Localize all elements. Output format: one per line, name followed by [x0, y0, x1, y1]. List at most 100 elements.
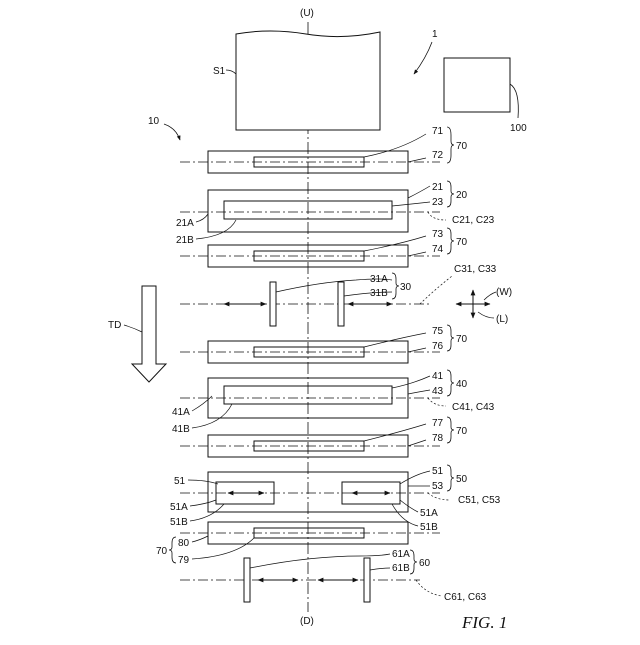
leader-74 — [408, 252, 426, 256]
label-21A: 21A — [176, 218, 194, 229]
label-80: 80 — [178, 538, 190, 549]
leader-61B — [370, 568, 390, 570]
leader-72 — [408, 158, 426, 162]
label-w: (W) — [496, 287, 512, 298]
label-78: 78 — [432, 433, 444, 444]
brace-60 — [410, 550, 417, 574]
leader-51B-right — [392, 504, 418, 526]
label-up: (U) — [300, 8, 314, 19]
label-51A-left: 51A — [170, 502, 188, 513]
guide-31b — [338, 282, 344, 326]
label-61B: 61B — [392, 563, 410, 574]
leader-77 — [364, 424, 426, 441]
label-c31: C31, C33 — [454, 264, 497, 275]
label-61A: 61A — [392, 549, 410, 560]
controller-box — [444, 58, 510, 112]
leader-w — [484, 292, 496, 300]
figure-caption: FIG. 1 — [461, 613, 507, 632]
label-30: 30 — [400, 282, 412, 293]
leader-23 — [392, 202, 430, 206]
label-40: 40 — [456, 379, 468, 390]
label-21: 21 — [432, 182, 444, 193]
leader-43 — [408, 390, 430, 394]
leader-c61 — [416, 580, 442, 596]
label-l: (L) — [496, 314, 508, 325]
leader-79 — [192, 538, 254, 559]
label-c41: C41, C43 — [452, 402, 495, 413]
label-77: 77 — [432, 418, 444, 429]
label-41B: 41B — [172, 424, 190, 435]
label-s1: S1 — [213, 66, 226, 77]
label-74: 74 — [432, 244, 444, 255]
leader-c51 — [428, 493, 450, 500]
leader-78 — [408, 440, 426, 446]
label-controller: 100 — [510, 123, 527, 134]
label-21B: 21B — [176, 235, 194, 246]
label-75: 75 — [432, 326, 444, 337]
leader-21 — [408, 186, 430, 198]
sheet-s1 — [236, 31, 380, 130]
label-td: TD — [108, 320, 121, 331]
label-c61: C61, C63 — [444, 592, 487, 603]
label-c21: C21, C23 — [452, 215, 495, 226]
leader-71 — [364, 134, 426, 157]
label-31A: 31A — [370, 274, 388, 285]
label-50: 50 — [456, 474, 468, 485]
label-51B-left: 51B — [170, 517, 188, 528]
guide-61a — [244, 558, 250, 602]
label-51A-right: 51A — [420, 508, 438, 519]
label-c51: C51, C53 — [458, 495, 501, 506]
leader-73 — [364, 236, 426, 251]
leader-21B — [196, 220, 236, 239]
label-60: 60 — [419, 558, 431, 569]
label-72: 72 — [432, 150, 444, 161]
leader-c21 — [428, 212, 446, 220]
label-down: (D) — [300, 616, 314, 627]
leader-td — [124, 325, 142, 332]
label-41: 41 — [432, 371, 444, 382]
leader-c31 — [420, 276, 452, 304]
label-41A: 41A — [172, 407, 190, 418]
leader-51-right — [400, 471, 430, 484]
brace-70c — [447, 325, 454, 351]
leader-76 — [408, 348, 426, 352]
label-79: 79 — [178, 555, 190, 566]
guide-61b — [364, 558, 370, 602]
label-76: 76 — [432, 341, 444, 352]
brace-30 — [392, 273, 399, 299]
label-43: 43 — [432, 386, 444, 397]
label-73: 73 — [432, 229, 444, 240]
brace-50 — [447, 465, 454, 491]
label-70c: 70 — [456, 334, 468, 345]
leader-21A — [196, 214, 208, 222]
brace-70a — [447, 127, 454, 163]
arrow-device — [414, 42, 432, 74]
label-71: 71 — [432, 126, 444, 137]
label-system: 10 — [148, 116, 160, 127]
label-23: 23 — [432, 197, 444, 208]
leader-75 — [364, 333, 426, 347]
leader-51A-left — [190, 500, 216, 506]
label-70e: 70 — [156, 546, 168, 557]
guide-31a — [270, 282, 276, 326]
brace-40 — [447, 370, 454, 396]
label-31B: 31B — [370, 288, 388, 299]
brace-70d — [447, 417, 454, 443]
label-device: 1 — [432, 29, 438, 40]
label-70a: 70 — [456, 141, 468, 152]
leader-51-left — [188, 480, 218, 484]
leader-controller — [510, 84, 518, 118]
arrow-system — [164, 124, 180, 140]
label-70b: 70 — [456, 237, 468, 248]
label-51B-right: 51B — [420, 522, 438, 533]
td-arrow — [132, 286, 166, 382]
label-20: 20 — [456, 190, 468, 201]
label-70d: 70 — [456, 426, 468, 437]
leader-c41 — [428, 398, 446, 406]
leader-51A-right — [400, 500, 418, 512]
leader-l — [478, 312, 494, 318]
label-51-right: 51 — [432, 466, 444, 477]
label-51-left: 51 — [174, 476, 186, 487]
